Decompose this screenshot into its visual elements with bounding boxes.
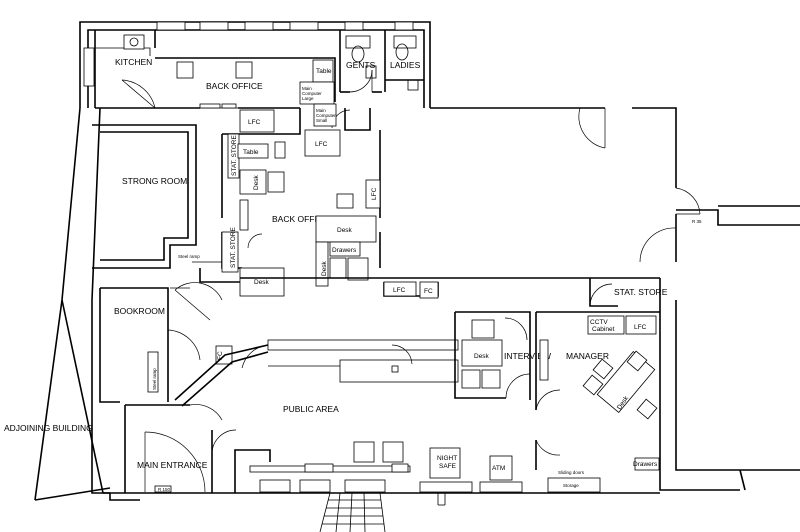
lfc-label-4: LFC <box>393 287 406 294</box>
right-passages: R 35 <box>578 107 702 263</box>
room-label-interview: INTERVIEW <box>504 351 551 361</box>
room-label-kitchen: KITCHEN <box>115 57 152 67</box>
back-office-top: BACK OFFICE Table Main Computer Large Ma… <box>176 59 337 127</box>
lfc-label-2: LFC <box>315 141 328 148</box>
interview-room: Desk INTERVIEW <box>454 311 551 400</box>
desk-label-4: Desk <box>254 279 270 286</box>
room-label-gents: GENTS <box>346 60 376 70</box>
main-computer-small-line-3: Small <box>316 118 327 123</box>
atm-label: ATM <box>492 465 505 472</box>
drawers-label-2: Drawers <box>633 461 658 468</box>
back-office-middle: LFC LFC STAT. STORE Table Desk BACK OFFI… <box>178 108 381 297</box>
night-safe-label-2: SAFE <box>439 463 457 470</box>
main-computer-large-line-1: Main <box>302 86 312 91</box>
room-label-public-area: PUBLIC AREA <box>283 404 339 414</box>
room-label-main-entrance: MAIN ENTRANCE <box>137 460 208 470</box>
fc-label-2: FC <box>424 288 433 295</box>
main-computer-small-line-2: Computer <box>316 113 336 118</box>
room-label-back-office-top: BACK OFFICE <box>206 81 263 91</box>
outer-walls <box>34 21 800 501</box>
table-small-label: Table <box>243 149 259 156</box>
main-computer-small-line-1: Main <box>316 108 326 113</box>
room-label-bookroom: BOOKROOM <box>114 306 165 316</box>
desk-label-interview: Desk <box>474 353 490 360</box>
r35-label-1: R 35 <box>692 219 702 224</box>
room-label-ladies: LADIES <box>390 60 421 70</box>
public-area: FC LFC FC PUBLIC AREA STAT. STORE MAIN E… <box>124 268 668 506</box>
cctv-label: CCTV <box>590 319 608 326</box>
kitchen-fittings: KITCHEN <box>115 34 152 67</box>
lfc-label-5: LFC <box>634 324 647 331</box>
desk-label-1: Desk <box>253 174 260 190</box>
window-units <box>83 21 414 87</box>
r150-label: R 150 <box>158 487 171 492</box>
storage-label: Storage <box>563 483 579 488</box>
entrance-steps <box>319 492 386 532</box>
toilets: GENTS LADIES <box>345 35 421 91</box>
adjoining-building-label: ADJOINING BUILDING <box>4 423 93 433</box>
desk-label-2: Desk <box>337 227 353 234</box>
fc-label-1: FC <box>217 351 224 360</box>
room-label-back-office-mid: BACK OFFICE <box>272 214 329 224</box>
room-label-stat-store-right: STAT. STORE <box>614 287 668 297</box>
steel-ramp-label-1: Steel ramp <box>178 254 200 259</box>
drawers-label-1: Drawers <box>332 247 357 254</box>
desk-label-3: Desk <box>321 260 328 276</box>
table-label: Table <box>316 68 332 75</box>
main-computer-large-line-2: Computer <box>302 91 322 96</box>
bookroom: BOOKROOM Steel ramp <box>99 282 223 403</box>
top-block <box>94 30 424 129</box>
room-label-strong-room: STRONG ROOM <box>122 176 187 186</box>
manager-office: MANAGER CCTV Cabinet LFC Desk Drawers Sl… <box>535 311 660 493</box>
stat-store-a-label: STAT. STORE <box>231 135 238 176</box>
room-label-manager: MANAGER <box>566 351 609 361</box>
sliding-doors-label: Sliding doors <box>558 470 585 475</box>
main-computer-large-line-3: Large <box>302 96 314 101</box>
steel-ramp-label-2: Steel ramp <box>152 368 157 390</box>
lfc-label-1: LFC <box>248 119 261 126</box>
stat-store-b-label: STAT. STORE <box>230 227 237 268</box>
lfc-label-3: LFC <box>371 187 378 200</box>
cabinet-label: Cabinet <box>592 326 615 333</box>
night-safe-label-1: NIGHT <box>437 455 457 462</box>
strong-room: STRONG ROOM <box>92 124 197 269</box>
